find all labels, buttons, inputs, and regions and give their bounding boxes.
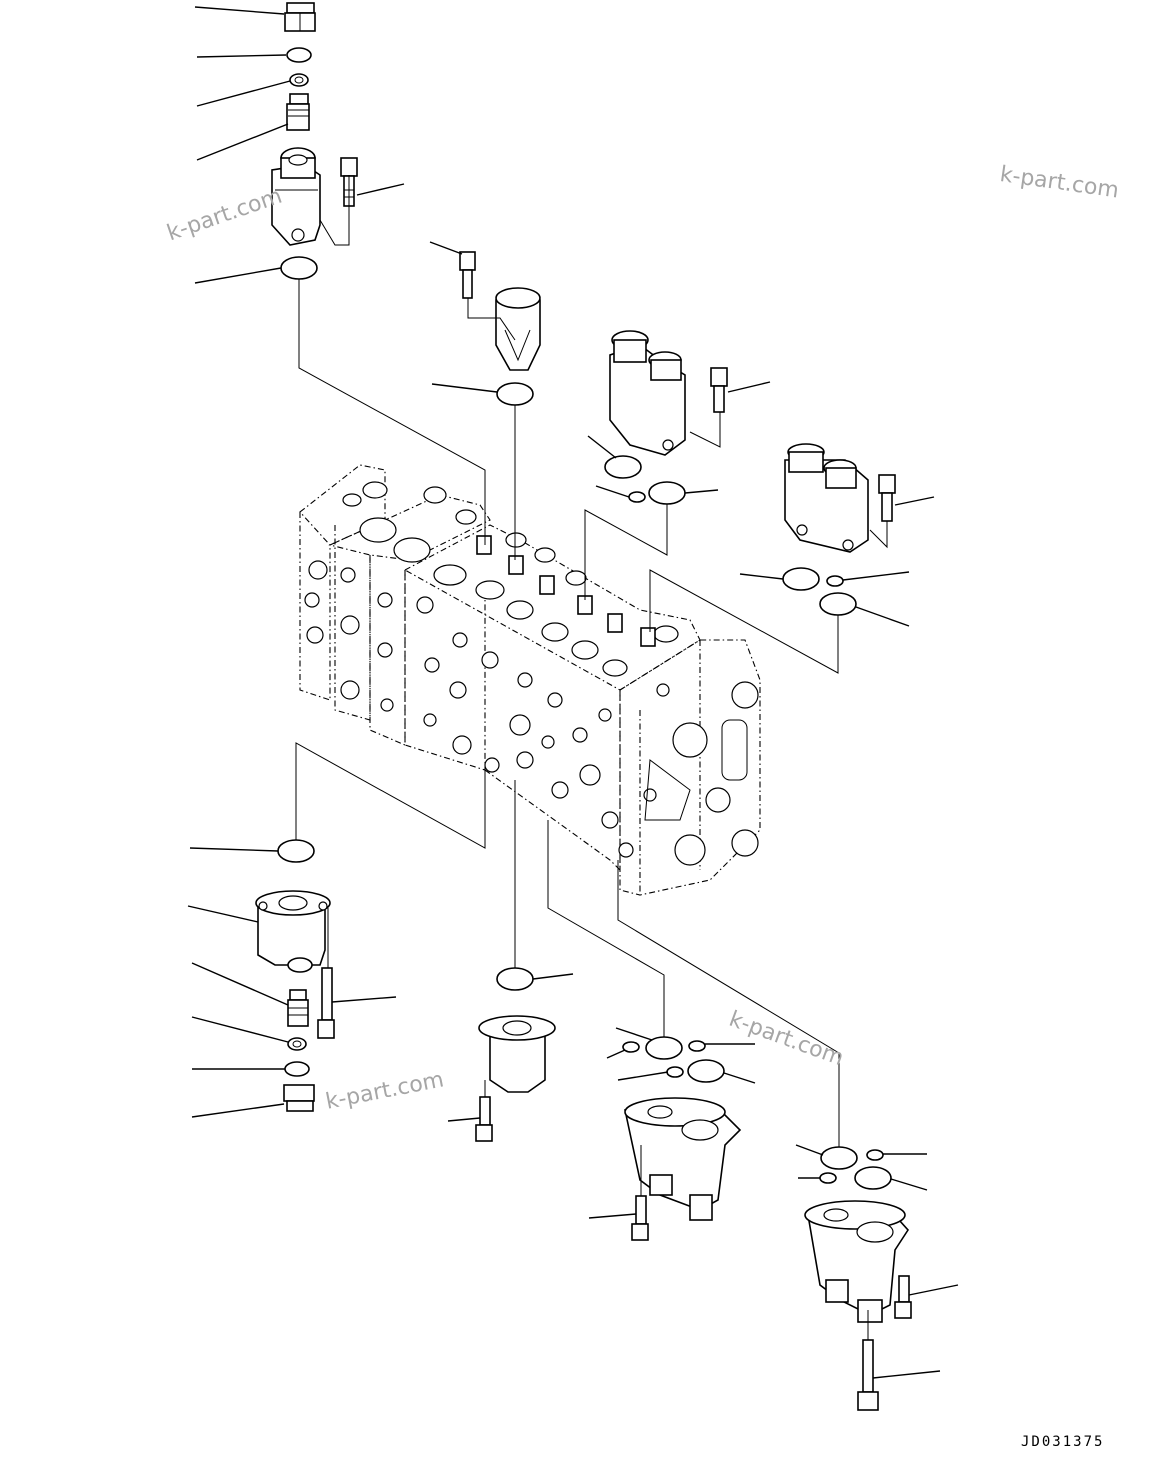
lower-right-valve xyxy=(804,1200,910,1323)
bottom-left-o-ring xyxy=(277,839,315,863)
lower-center-valve xyxy=(624,1097,742,1221)
right-o-ring-c xyxy=(819,592,857,616)
upper-right-bolt-b xyxy=(878,474,896,522)
lower-center-o-rings xyxy=(622,1036,725,1083)
upper-right-o-ring-c xyxy=(648,481,686,505)
right-o-ring-b xyxy=(826,575,844,587)
top-center-valve xyxy=(495,287,541,371)
lower-right-short-bolt xyxy=(894,1275,912,1319)
bottom-center-o-ring xyxy=(496,967,534,991)
top-left-valve-housing xyxy=(271,147,321,246)
drawing-code: JD031375 xyxy=(1021,1434,1105,1450)
bottom-center-valve xyxy=(478,1015,556,1093)
top-center-o-ring xyxy=(496,382,534,406)
top-center-bolt xyxy=(459,251,476,299)
lower-center-bolt xyxy=(631,1195,649,1241)
top-left-o-ring xyxy=(280,256,318,280)
top-left-plug-stack xyxy=(284,2,316,131)
bottom-center-bolt xyxy=(475,1096,493,1142)
right-o-ring-a xyxy=(782,567,820,591)
upper-right-o-ring-a xyxy=(604,455,642,479)
assembly-lines xyxy=(295,175,888,1340)
lower-right-o-rings xyxy=(819,1146,892,1190)
control-valve-body xyxy=(299,464,761,896)
lower-right-long-bolt xyxy=(857,1339,879,1411)
bottom-left-valve-housing xyxy=(255,890,331,973)
upper-right-valve-a xyxy=(609,330,686,456)
bottom-left-plug-stack xyxy=(283,989,315,1112)
bottom-left-long-bolt xyxy=(317,967,335,1039)
leader-lines xyxy=(187,6,959,1379)
upper-right-o-ring-b xyxy=(628,491,646,503)
upper-right-valve-b xyxy=(784,443,869,553)
upper-right-bolt-a xyxy=(710,367,728,413)
